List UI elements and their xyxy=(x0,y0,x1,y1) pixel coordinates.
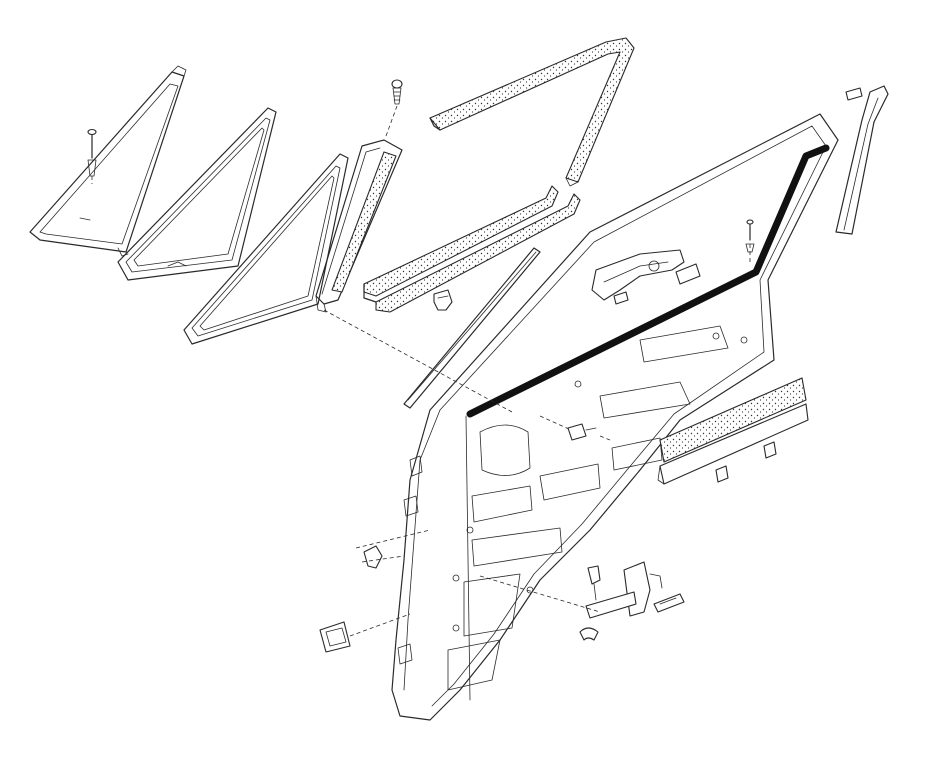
outer-glass-run-strip xyxy=(403,247,541,409)
division-channel-screw xyxy=(385,79,403,137)
lock-knob-grommet xyxy=(613,291,629,305)
check-strap-bolt xyxy=(653,593,685,613)
window-frame-seal xyxy=(466,144,830,418)
outer-belt-moulding xyxy=(657,403,809,485)
retaining-clip xyxy=(579,627,599,641)
trim-screw xyxy=(87,128,97,184)
rear-glass-run-channel xyxy=(835,85,889,235)
latch-bolt xyxy=(567,423,597,441)
outer-belt-weatherstrip xyxy=(659,377,807,463)
check-strap-pin xyxy=(587,565,601,601)
quarter-glass-frame xyxy=(29,65,187,257)
inner-belt-weatherstrip xyxy=(363,185,581,313)
belt-clip xyxy=(433,289,453,311)
check-strap-assembly xyxy=(585,561,663,619)
handle-bezel xyxy=(675,263,701,285)
quarter-glass-seal xyxy=(183,153,349,345)
access-plug xyxy=(319,613,411,653)
hinge-bolt xyxy=(355,529,431,569)
latch-screw xyxy=(745,219,755,262)
door-shell xyxy=(391,113,839,721)
quarter-glass xyxy=(117,107,277,281)
division-channel xyxy=(315,139,403,313)
interior-door-handle xyxy=(591,249,685,301)
upper-window-run-seal xyxy=(429,37,635,187)
